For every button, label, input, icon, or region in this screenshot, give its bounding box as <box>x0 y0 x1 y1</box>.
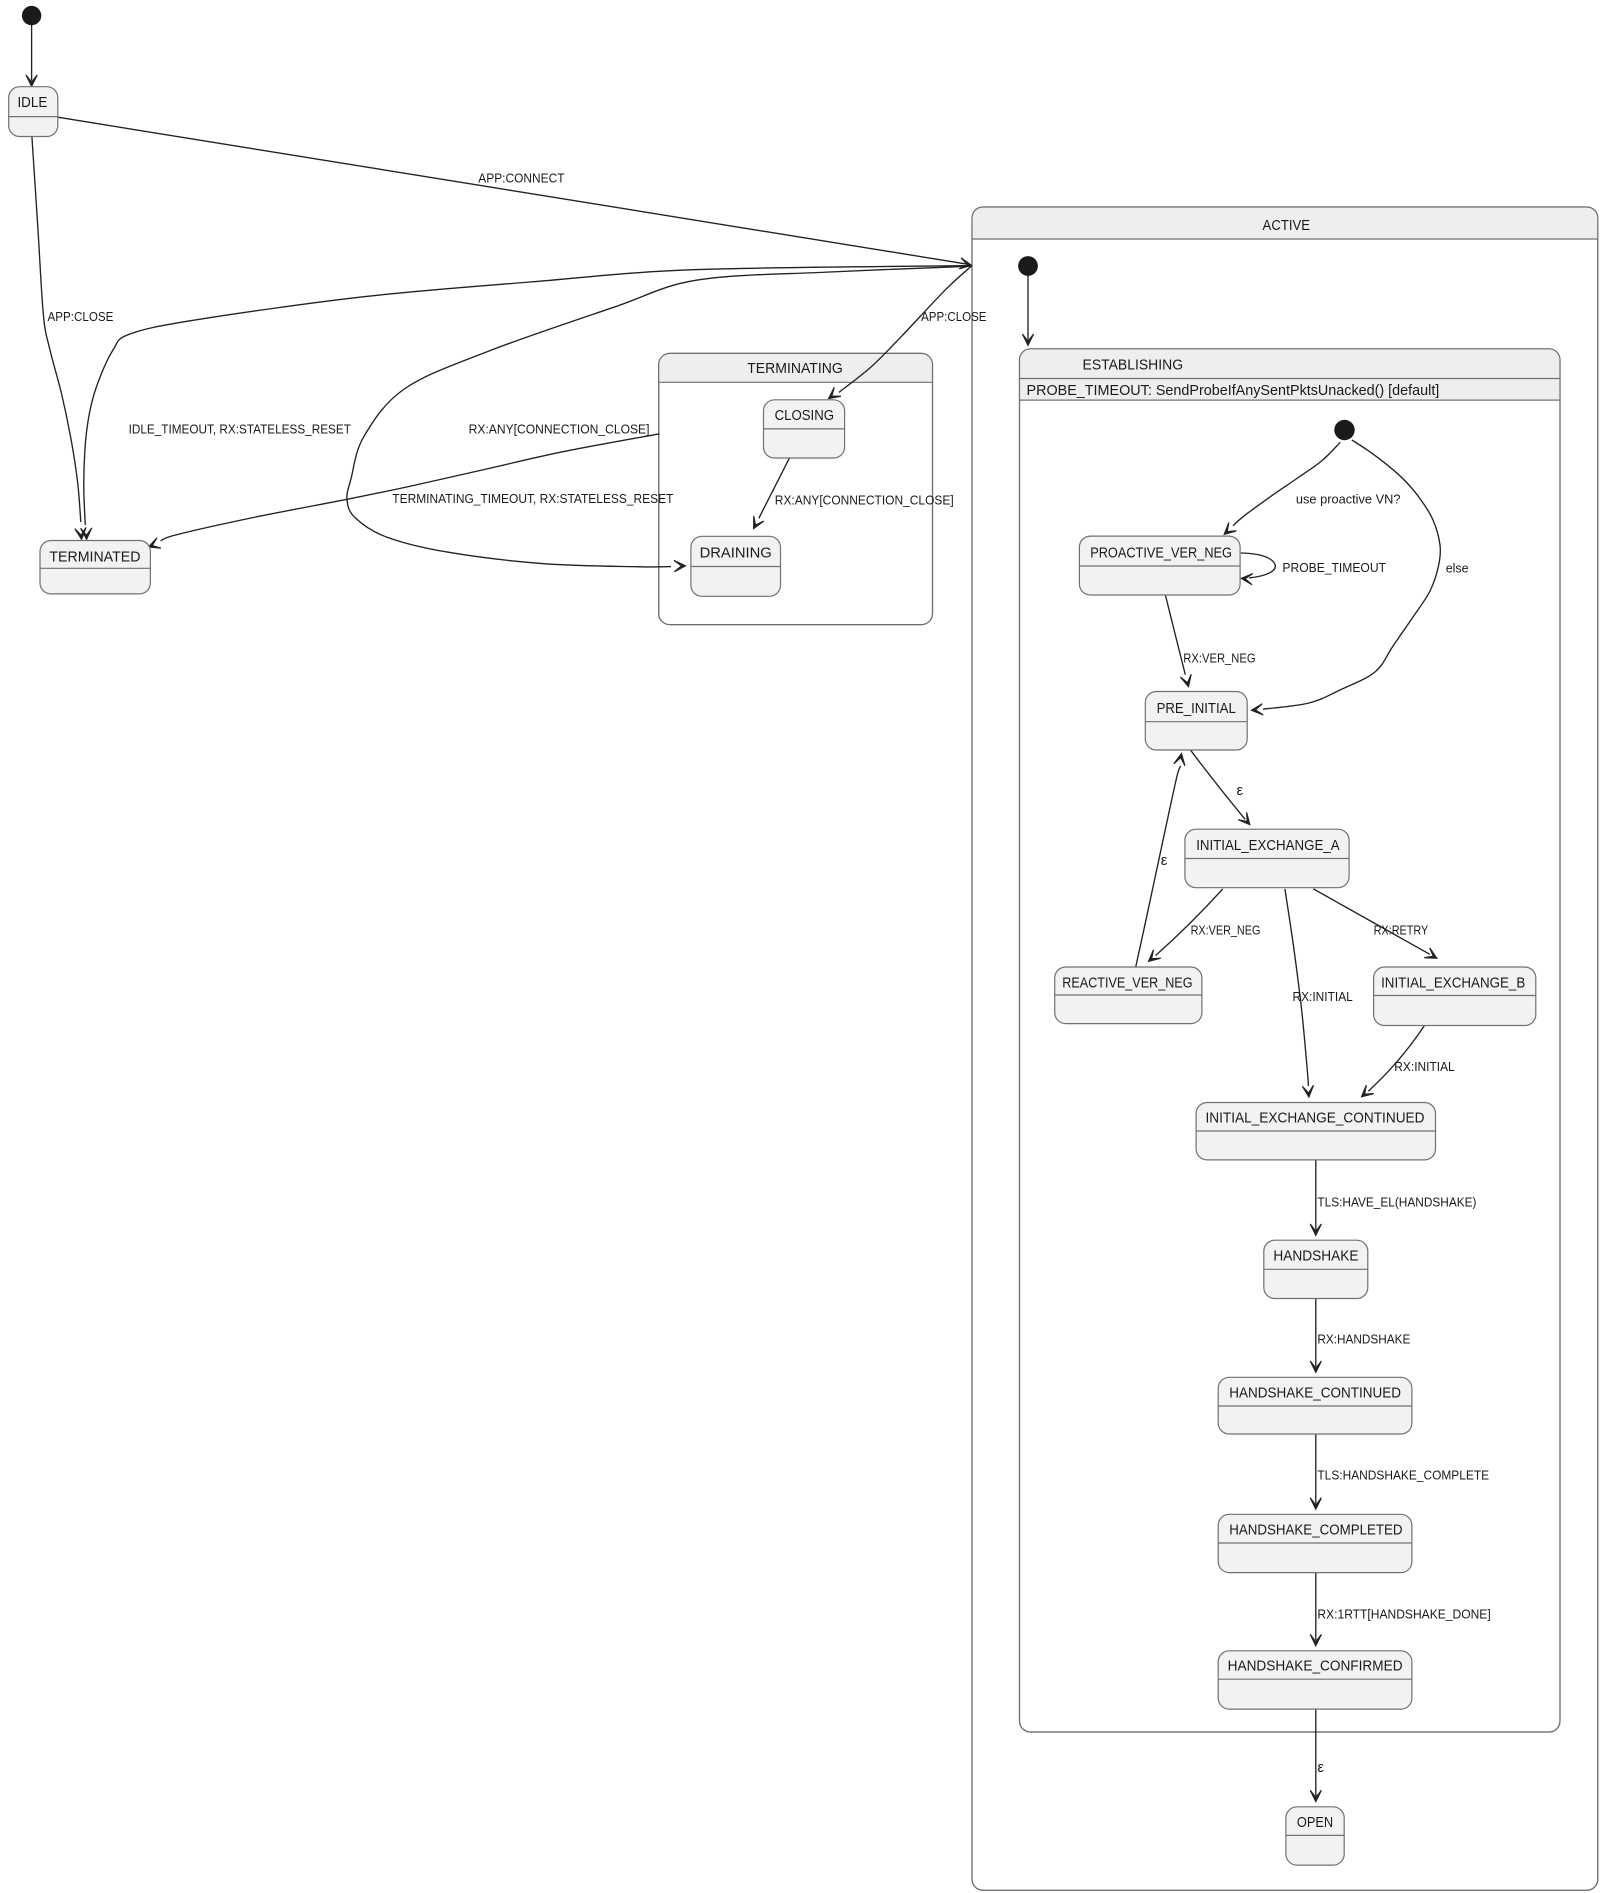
svg-text:HANDSHAKE_CONTINUED: HANDSHAKE_CONTINUED <box>1229 1385 1401 1402</box>
svg-text:PROACTIVE_VER_NEG: PROACTIVE_VER_NEG <box>1090 544 1232 561</box>
svg-text:RX:VER_NEG: RX:VER_NEG <box>1191 923 1261 938</box>
svg-text:TERMINATING_TIMEOUT, RX:STATEL: TERMINATING_TIMEOUT, RX:STATELESS_RESET <box>392 491 673 506</box>
svg-text:TLS:HANDSHAKE_COMPLETE: TLS:HANDSHAKE_COMPLETE <box>1317 1468 1489 1483</box>
svg-text:INITIAL_EXCHANGE_B: INITIAL_EXCHANGE_B <box>1381 975 1525 992</box>
svg-text:RX:INITIAL: RX:INITIAL <box>1394 1059 1454 1074</box>
svg-text:APP:CLOSE: APP:CLOSE <box>921 309 987 324</box>
svg-text:TERMINATING: TERMINATING <box>747 360 843 377</box>
svg-text:use proactive VN?: use proactive VN? <box>1296 492 1401 507</box>
svg-text:TLS:HAVE_EL(HANDSHAKE): TLS:HAVE_EL(HANDSHAKE) <box>1317 1195 1476 1210</box>
svg-text:TERMINATED: TERMINATED <box>49 549 140 566</box>
svg-text:HANDSHAKE_COMPLETED: HANDSHAKE_COMPLETED <box>1229 1522 1402 1539</box>
svg-text:ACTIVE: ACTIVE <box>1263 217 1311 234</box>
svg-text:ε: ε <box>1161 852 1168 869</box>
svg-text:IDLE: IDLE <box>17 94 47 111</box>
svg-text:RX:ANY[CONNECTION_CLOSE]: RX:ANY[CONNECTION_CLOSE] <box>775 493 954 508</box>
svg-text:INITIAL_EXCHANGE_A: INITIAL_EXCHANGE_A <box>1196 837 1339 854</box>
svg-text:RX:RETRY: RX:RETRY <box>1374 922 1429 937</box>
svg-text:PROBE_TIMEOUT: SendProbeIfAnyS: PROBE_TIMEOUT: SendProbeIfAnySentPktsUna… <box>1027 383 1440 399</box>
svg-text:ε: ε <box>1237 782 1244 799</box>
svg-text:RX:ANY[CONNECTION_CLOSE]: RX:ANY[CONNECTION_CLOSE] <box>469 421 650 436</box>
svg-text:RX:1RTT[HANDSHAKE_DONE]: RX:1RTT[HANDSHAKE_DONE] <box>1317 1607 1490 1622</box>
svg-text:DRAINING: DRAINING <box>700 545 772 562</box>
svg-text:ε: ε <box>1317 1759 1324 1776</box>
svg-text:REACTIVE_VER_NEG: REACTIVE_VER_NEG <box>1062 975 1192 992</box>
svg-text:PRE_INITIAL: PRE_INITIAL <box>1157 700 1236 717</box>
svg-text:RX:INITIAL: RX:INITIAL <box>1293 989 1353 1004</box>
svg-text:IDLE_TIMEOUT, RX:STATELESS_RES: IDLE_TIMEOUT, RX:STATELESS_RESET <box>129 421 351 436</box>
svg-text:ESTABLISHING: ESTABLISHING <box>1083 356 1184 373</box>
svg-text:INITIAL_EXCHANGE_CONTINUED: INITIAL_EXCHANGE_CONTINUED <box>1206 1110 1425 1127</box>
svg-text:CLOSING: CLOSING <box>775 407 834 424</box>
svg-text:PROBE_TIMEOUT: PROBE_TIMEOUT <box>1282 560 1386 575</box>
svg-text:APP:CONNECT: APP:CONNECT <box>478 170 564 185</box>
svg-text:APP:CLOSE: APP:CLOSE <box>48 309 114 324</box>
svg-text:HANDSHAKE_CONFIRMED: HANDSHAKE_CONFIRMED <box>1228 1658 1403 1675</box>
svg-text:RX:VER_NEG: RX:VER_NEG <box>1183 650 1255 665</box>
svg-text:OPEN: OPEN <box>1297 1814 1333 1831</box>
svg-text:HANDSHAKE: HANDSHAKE <box>1273 1248 1358 1265</box>
svg-text:else: else <box>1446 560 1469 575</box>
svg-text:RX:HANDSHAKE: RX:HANDSHAKE <box>1317 1332 1410 1347</box>
